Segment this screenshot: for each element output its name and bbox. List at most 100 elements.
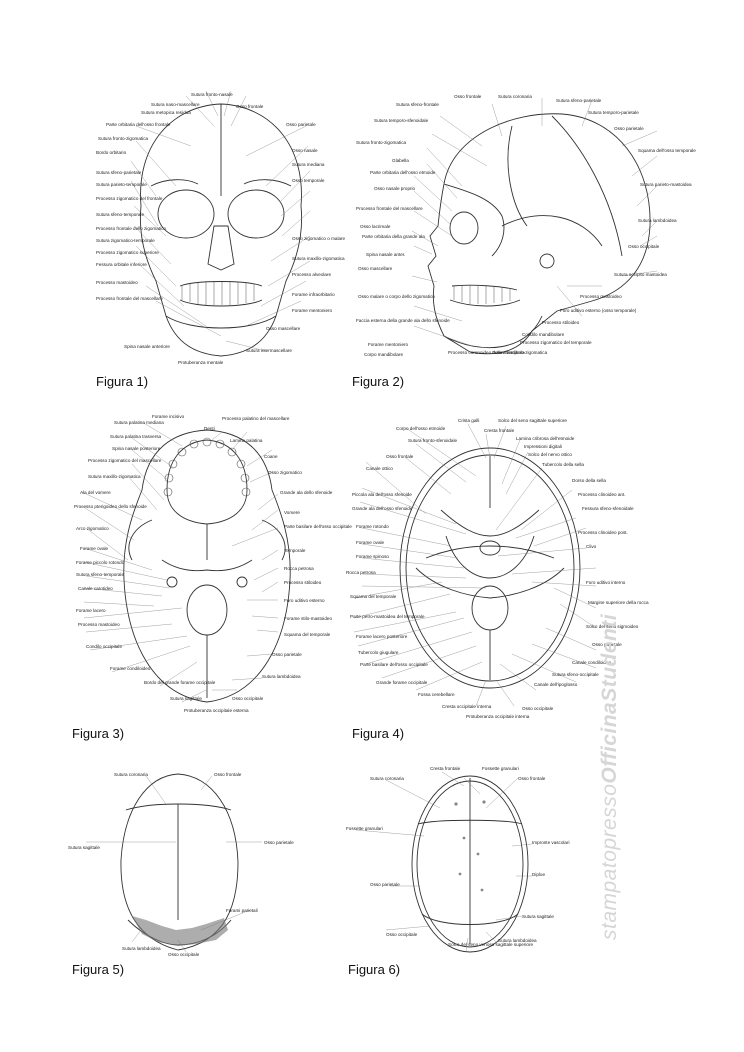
fig2-label: Osso occipitale [628, 244, 660, 249]
fig5-label: Sutura coronaria [114, 772, 148, 777]
fig4-label: Protuberanza occipitale interna [466, 714, 530, 719]
fig5-label: Osso occipitale [168, 952, 200, 957]
figure-1-caption: Figura 1) [96, 374, 149, 389]
fig3-label: Osso zigomatico [268, 470, 302, 475]
fig6-label: Sutura lambdoidea [498, 938, 537, 943]
fig1-label: Osso temporale [292, 178, 325, 183]
fig1-label: Parte orbitaria dell'osso frontale [106, 122, 171, 127]
fig3-label: Forame incisivo [152, 414, 185, 419]
figure-4: Crista galli Solco del seno sagittale su… [346, 418, 649, 724]
fig4-label: Dorso della sella [572, 478, 606, 483]
fig4-label: Forame spinoso [356, 554, 389, 559]
figure-3-caption: Figura 3) [72, 726, 125, 741]
figure-5: Sutura coronaria Osso frontale Sutura sa… [66, 770, 316, 960]
fig1-label: Sutura zigomatico-temporale [96, 238, 155, 243]
figure-5-caption: Figura 5) [72, 962, 125, 977]
fig4-label: Fessura sfeno-sfenoidale [582, 506, 634, 511]
fig1-label: Forame mentoniero [292, 308, 333, 313]
fig6-label: Osso frontale [518, 776, 546, 781]
watermark-part2: Officina [598, 701, 621, 784]
figure-1: Sutura naso-mascellare Sutura fronto-nas… [96, 86, 346, 366]
fig1-label: Sutura mediana [292, 162, 325, 167]
fig3-label: Sutura palatina trasversa [110, 434, 162, 439]
fig3-label: Sutura lambdoidea [262, 674, 301, 679]
fig4-label: Solco del nervo ottico [528, 452, 572, 457]
watermark: stampatopressoOfficinaStudenti [598, 614, 628, 940]
fig4-label: Corpo dell'osso etmoide [396, 426, 446, 431]
fig1-label: Osso frontale [236, 104, 264, 109]
fig4-label: Margine superiore della rocca [588, 600, 649, 605]
fig4-label: Tubercolo giugulare [358, 650, 399, 655]
fig4-label: Foro uditivo interno [586, 580, 626, 585]
fig1-label: Processo zigomatico del frontale [96, 196, 163, 201]
fig6-label: Fossette granulari [346, 826, 383, 831]
figure-4-internal-base-drawing [353, 423, 597, 707]
fig2-label: Corpo mandibolare [364, 352, 404, 357]
fig1-label: Sutura fronto-nasale [191, 92, 233, 97]
fig1-label: Sutura parieto-temporale [96, 182, 147, 187]
fig2-label: Faccia esterna della grande ala dello sf… [356, 318, 450, 323]
figure-2-skull-lateral-drawing [411, 98, 658, 355]
fig1-label: Osso zigomatico o malare [292, 236, 346, 241]
figure-6: Cresta frontale Fossette granulari Sutur… [346, 764, 590, 960]
fig5-label: Forami parietali [226, 908, 258, 913]
fig4-label: Sutura sfeno-occipitale [552, 672, 599, 677]
fig6-label: Osso occipitale [386, 932, 418, 937]
fig3-label: Forame lacero [76, 608, 106, 613]
fig2-label: Osso nasale proprio [374, 186, 416, 191]
fig3-label: Processo zigomatico del mascellare [88, 458, 162, 463]
fig1-label: Sutura sfeno-parietale [96, 170, 142, 175]
fig3-label: Processo pterigoideo dello sfenoide [74, 504, 147, 509]
fig1-label: Sutura sfeno-temporale [96, 212, 145, 217]
fig3-label: Processo stiloideo [284, 580, 322, 585]
fig3-label: Osso occipitale [232, 696, 264, 701]
fig3-label: Sutura maxillo-zigomatica [88, 474, 141, 479]
fig6-label: Solco del seno venoso sagittale superior… [448, 942, 534, 947]
fig3-label: Bordo del grande forame occipitale [144, 680, 216, 685]
fig2-label: Sutura sfeno-frontale [396, 102, 439, 107]
fig4-label: Crista galli [458, 418, 480, 423]
fig4-label: Grande forame occipitale [376, 680, 428, 685]
fig1-label: Spina nasale anteriore [124, 344, 170, 349]
figure-2: Osso frontale Sutura coronaria Sutura sf… [352, 86, 696, 366]
figure-1-skull-front-drawing [130, 90, 311, 357]
fig2-label: Processo coronoideo della mandibola [448, 350, 525, 355]
figure-4-caption: Figura 4) [352, 726, 405, 741]
fig4-label: Processo clinoideo ant. [578, 492, 626, 497]
fig6-label: Impronte vascolari [532, 840, 570, 845]
fig4-label: Fossa cerebellare [418, 692, 455, 697]
fig4-label: Sutura fronto-sfenoidale [408, 438, 458, 443]
figure-2-caption: Figura 2) [352, 374, 405, 389]
fig5-label: Sutura lambdoidea [122, 946, 161, 951]
fig2-label: Squama dell'osso temporale [638, 148, 696, 153]
fig3-label: Condilo occipitale [86, 644, 123, 649]
fig3-label: Forame piccolo rotondo [76, 560, 125, 565]
fig2-label: Forame mentoniero [368, 342, 409, 347]
fig2-label: Osso lacrimale [360, 224, 391, 229]
fig5-label: Sutura sagittale [68, 845, 100, 850]
fig4-label: Solco del seno sigmoideo [586, 624, 639, 629]
fig2-label: Osso mascellare [358, 266, 393, 271]
fig4-label: Squama del temporale [350, 594, 397, 599]
fig4-label: Osso occipitale [522, 706, 554, 711]
fig3-label: Forame ovale [80, 546, 109, 551]
fig3-label: Rocca petrosa [284, 566, 314, 571]
fig6-label: Cresta frontale [430, 766, 461, 771]
fig4-label: Forame rotondo [356, 524, 389, 529]
fig4-label: Cresta frontale [484, 428, 515, 433]
fig2-label: Sutura occipito mastoidea [614, 272, 667, 277]
fig2-label: Sutura sfeno-parietale [556, 98, 602, 103]
fig4-label: Solco del seno sagittale superiore [498, 418, 567, 423]
fig4-label: Forame ovale [356, 540, 385, 545]
fig1-label: Processo zigomatico superiore [96, 250, 159, 255]
fig3-label: Sutura palatina mediana [114, 420, 164, 425]
fig6-label: Diploe [532, 872, 546, 877]
fig2-label: Spina nasale anter. [366, 252, 406, 257]
fig4-label: Piccola ala dell'osso sfenoide [352, 492, 412, 497]
fig2-label: Condilo mandibolare [522, 332, 565, 337]
fig1-label: Osso mascellare [266, 326, 301, 331]
fig1-label: Processo frontale del mascellare [96, 296, 163, 301]
fig2-label: Sutura temporo-zigomatica [492, 350, 548, 355]
fig3-label: Ala del vomere [80, 490, 111, 495]
fig1-label: Sutura metopica residua [141, 110, 191, 115]
